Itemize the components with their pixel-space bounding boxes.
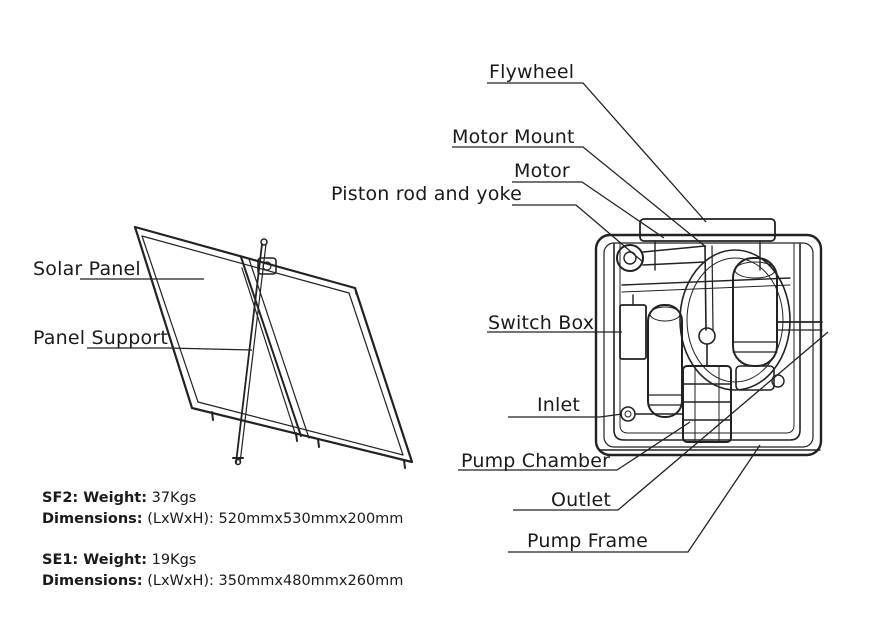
label-outlet: Outlet [551, 489, 612, 511]
spec-se1-dimensions: Dimensions: (LxWxH): 350mmx480mmx260mm [42, 574, 403, 589]
label-flywheel: Flywheel [489, 61, 575, 83]
label-pump-frame: Pump Frame [527, 530, 648, 552]
spec-se1-weight-value: 19Kgs [151, 552, 197, 568]
spec-sf2-weight-value: 37Kgs [151, 490, 197, 506]
spec-sf2-dimensions: Dimensions: (LxWxH): 520mmx530mmx200mm [42, 512, 403, 527]
spec-se1-model: SE1: Weight: [42, 552, 147, 568]
pump-unit-drawing [594, 218, 823, 457]
label-pump-chamber: Pump Chamber [461, 450, 611, 472]
solar-panel-drawing [133, 225, 414, 469]
spec-sf2-model: SF2: Weight: [42, 490, 147, 506]
label-motor-mount: Motor Mount [452, 126, 575, 148]
label-switch-box: Switch Box [488, 312, 595, 334]
spec-sf2-dim-label: Dimensions: [42, 511, 143, 527]
leader-lines [80, 82, 829, 553]
spec-se1-weight: SE1: Weight: 19Kgs [42, 553, 196, 568]
label-panel-support: Panel Support [33, 327, 169, 349]
label-solar-panel: Solar Panel [33, 258, 141, 280]
label-inlet: Inlet [537, 394, 581, 416]
label-motor: Motor [514, 160, 570, 182]
spec-sf2-dim-value: (LxWxH): 520mmx530mmx200mm [147, 511, 404, 527]
label-piston-rod: Piston rod and yoke [331, 183, 522, 205]
spec-sf2-weight: SF2: Weight: 37Kgs [42, 491, 196, 506]
spec-se1-dim-label: Dimensions: [42, 573, 143, 589]
spec-se1-dim-value: (LxWxH): 350mmx480mmx260mm [147, 573, 404, 589]
